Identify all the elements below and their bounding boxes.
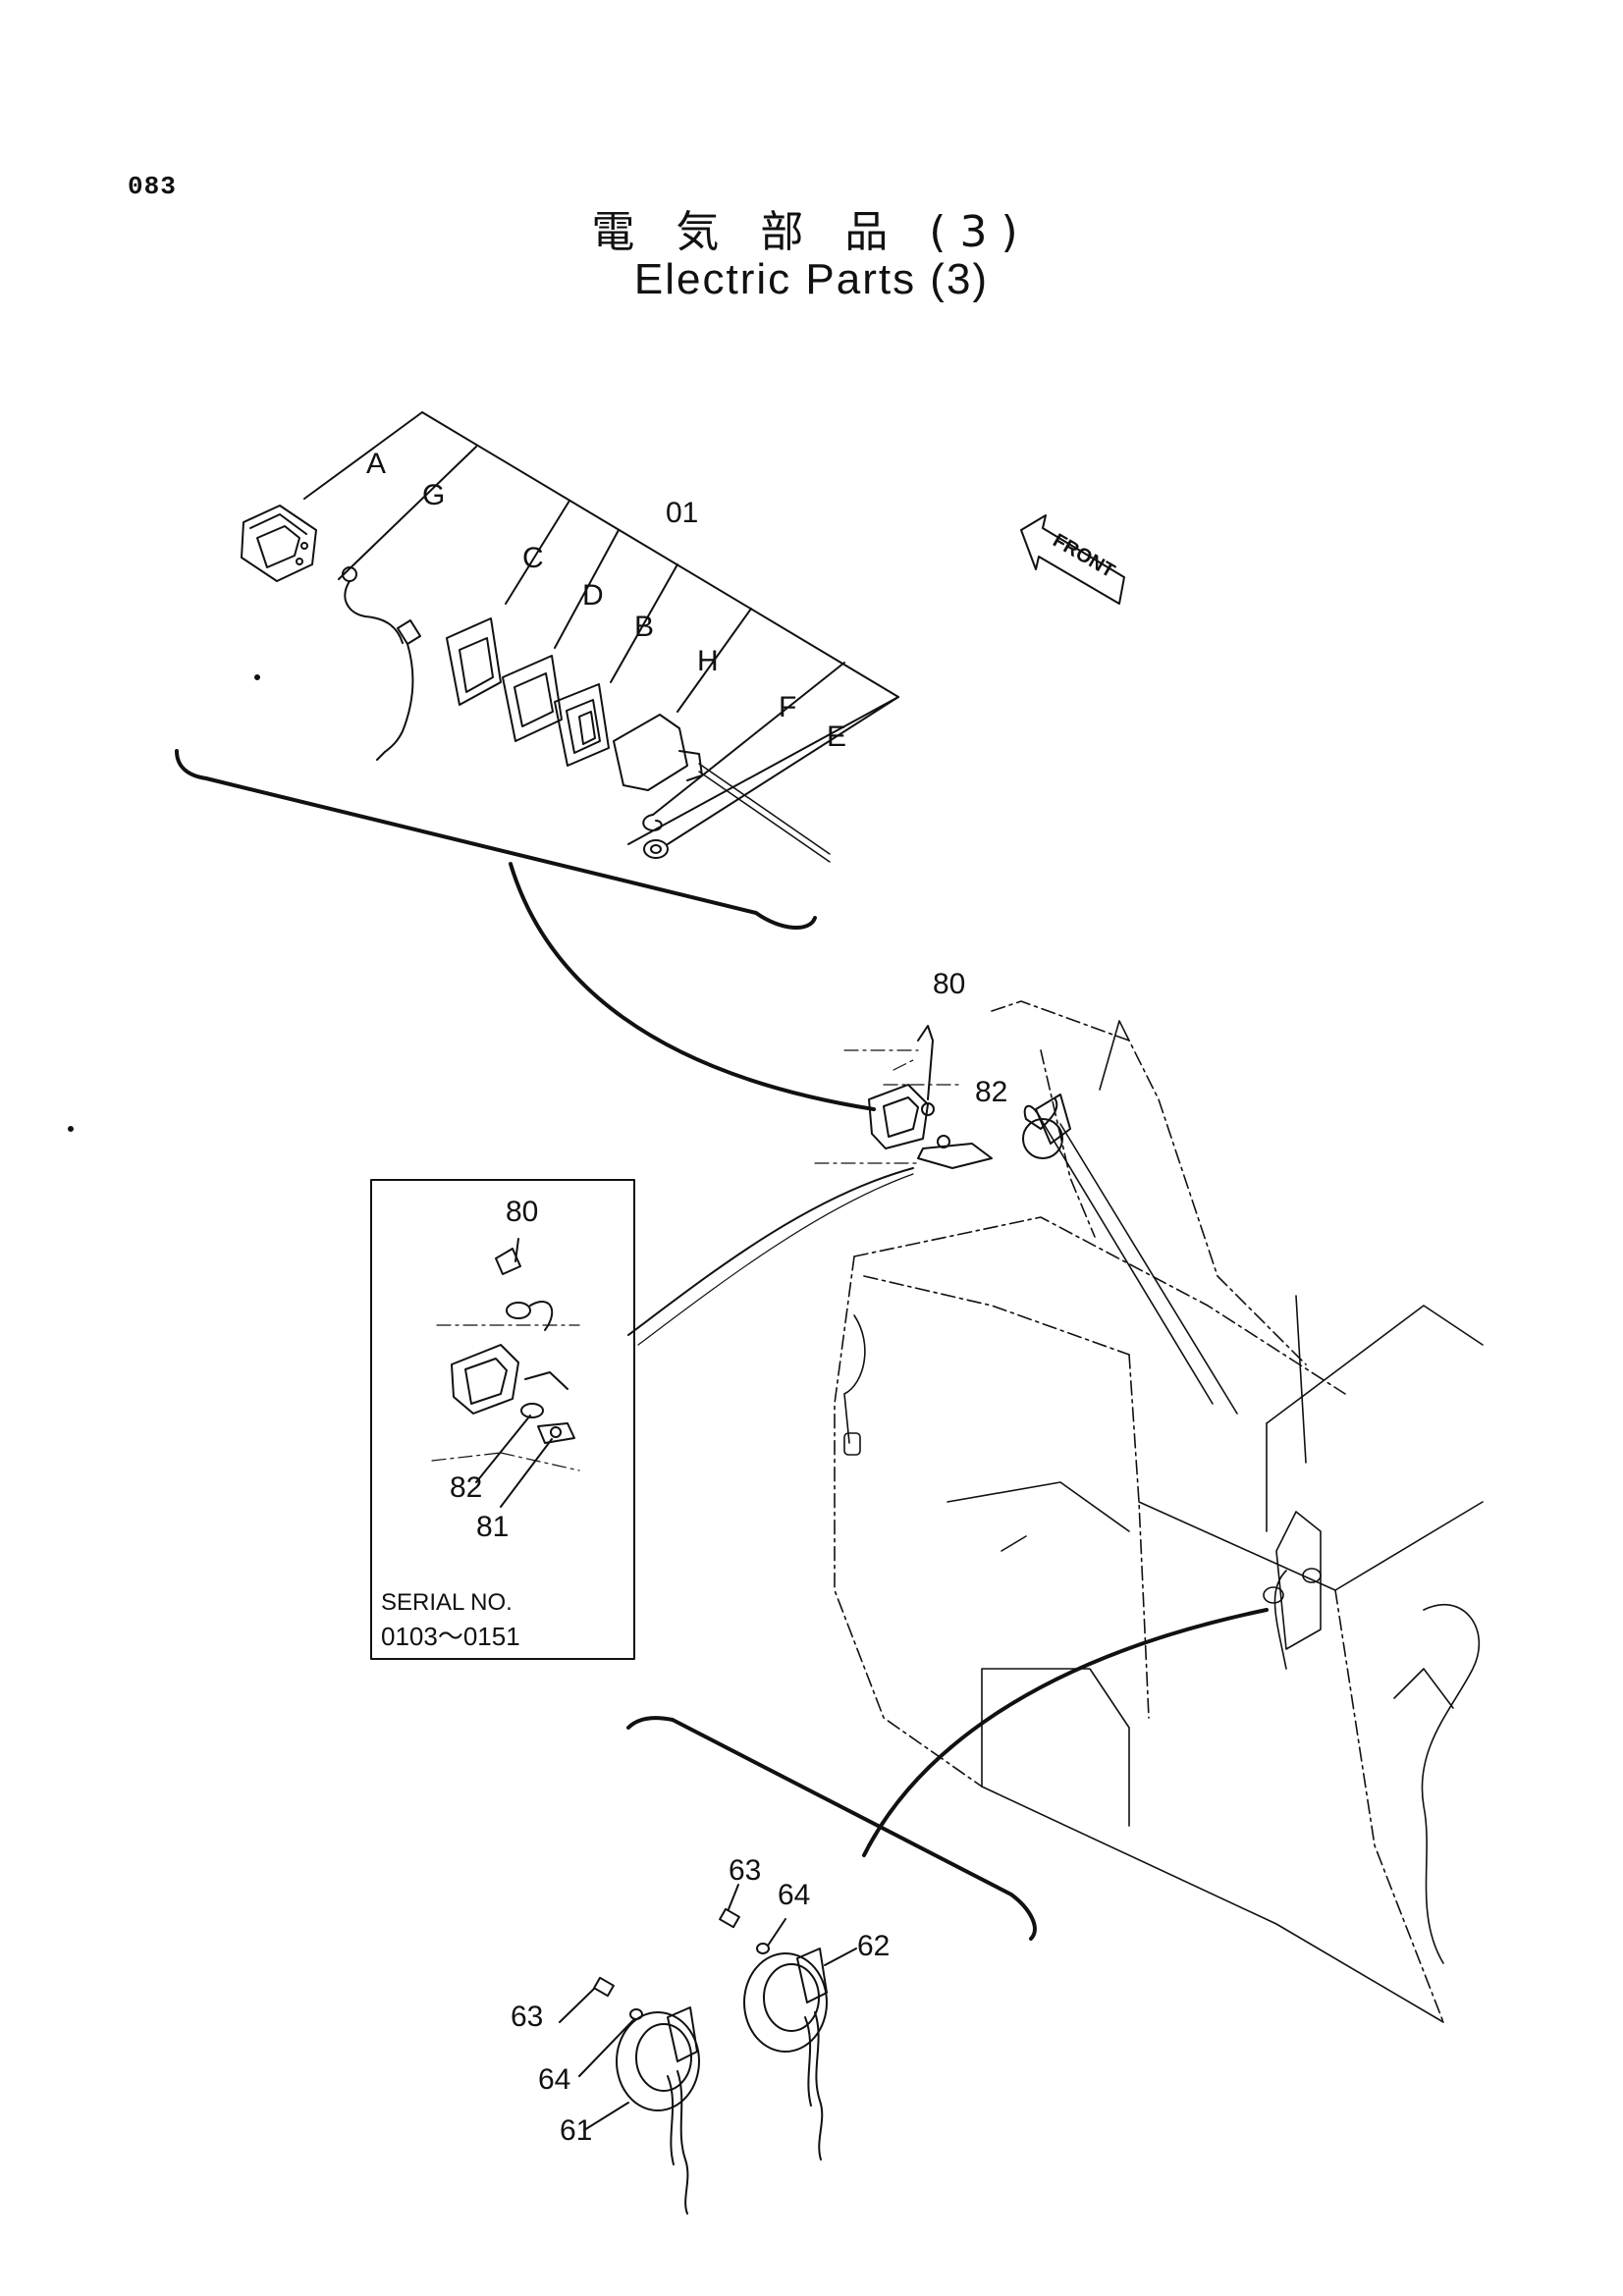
callout-bubble-upper — [175, 749, 817, 931]
page-number: 083 — [128, 172, 177, 201]
label-g: G — [422, 479, 445, 511]
label-d: D — [582, 579, 604, 612]
inset-label-81: 81 — [476, 1511, 509, 1543]
leader-g — [338, 446, 477, 580]
leader-h — [676, 608, 752, 713]
label-62: 62 — [857, 1930, 890, 1962]
leader-a — [303, 411, 423, 500]
nut-e — [643, 839, 669, 859]
label-64-upper: 64 — [778, 1879, 810, 1911]
label-e: E — [827, 721, 846, 753]
label-c: C — [522, 542, 544, 574]
label-f: F — [779, 691, 796, 723]
label-b: B — [634, 611, 654, 643]
bulb-with-cable-g — [342, 566, 421, 761]
serial-inset-box — [370, 1179, 635, 1660]
gasket-c — [446, 617, 502, 706]
page-title-japanese: 電 気 部 品 (3) — [591, 207, 1032, 257]
front-direction-arrow-icon — [1020, 514, 1125, 605]
horn-62 — [719, 1907, 828, 2161]
inset-label-80: 80 — [506, 1196, 538, 1228]
label-82-main: 82 — [975, 1076, 1007, 1108]
inset-pointer — [627, 1167, 914, 1336]
page-title-english: Electric Parts (3) — [633, 255, 990, 303]
leader-e — [667, 696, 899, 845]
inset-serial-range: 0103～0151 — [381, 1622, 520, 1651]
inset-serial-label: SERIAL NO. — [381, 1589, 513, 1616]
lamp-exploded-view — [241, 411, 899, 863]
assembly-bracket-line — [421, 411, 899, 845]
label-61: 61 — [560, 2114, 592, 2147]
housing-cover-h — [613, 714, 831, 863]
inset-label-82: 82 — [450, 1471, 482, 1504]
label-assembly-01: 01 — [666, 497, 698, 529]
label-h: H — [697, 645, 719, 677]
lamp-body-a — [241, 505, 317, 582]
lens-frame-b — [554, 683, 610, 767]
spring-washer-f — [642, 814, 663, 831]
label-80-main: 80 — [933, 968, 965, 1000]
callout-bubble-lower — [626, 1716, 1037, 1941]
label-63-lower: 63 — [511, 2001, 543, 2033]
lens-d — [502, 655, 563, 742]
horn-61 — [593, 1976, 700, 2215]
label-64-lower: 64 — [538, 2063, 570, 2096]
leader-b — [610, 563, 678, 683]
leader-c — [505, 500, 570, 605]
work-lamp-installed — [868, 1025, 1071, 1169]
machine-body — [834, 1000, 1484, 2023]
leader-d — [554, 529, 620, 649]
label-a: A — [366, 448, 386, 480]
callout-leader-lower — [862, 1608, 1269, 1857]
label-63-upper: 63 — [729, 1854, 761, 1887]
leader-f — [652, 662, 845, 816]
front-arrow-label: FRONT — [1049, 530, 1118, 582]
callout-leader-upper — [509, 862, 876, 1111]
